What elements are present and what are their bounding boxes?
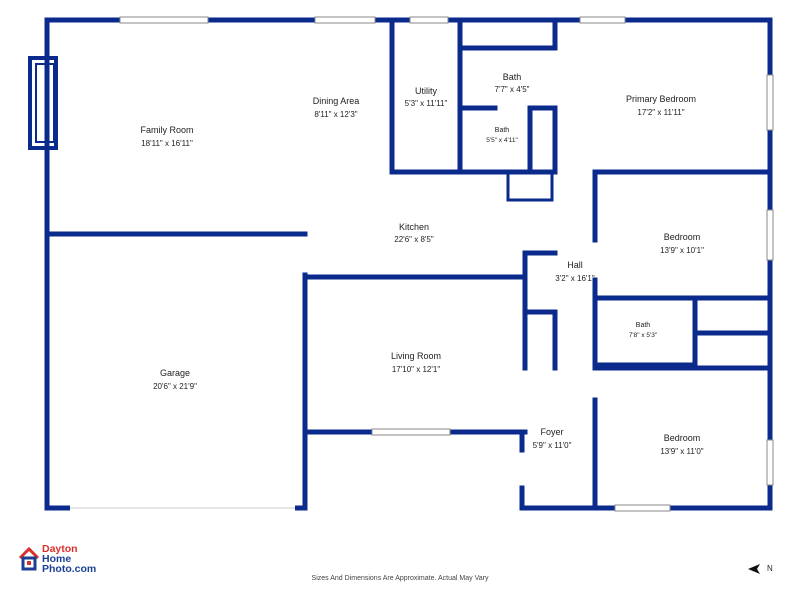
- room-size-bath-lower: 7'8" x 5'3": [629, 332, 658, 339]
- room-name-living-room: Living Room: [391, 351, 441, 361]
- dayton-home-photo-logo: Dayton Home Photo.com: [18, 544, 128, 576]
- logo-line-3: Photo.com: [42, 563, 97, 575]
- room-size-foyer: 5'9" x 11'0": [533, 441, 572, 450]
- room-name-kitchen: Kitchen: [399, 222, 429, 232]
- room-size-utility: 5'3" x 11'11": [405, 99, 448, 108]
- room-name-dining-area: Dining Area: [313, 96, 360, 106]
- room-name-utility: Utility: [415, 86, 437, 96]
- room-size-hall: 3'2" x 16'1": [555, 274, 595, 283]
- room-name-garage: Garage: [160, 368, 190, 378]
- room-size-garage: 20'6" x 21'9": [153, 382, 197, 391]
- room-size-bedroom-2: 13'9" x 11'0": [660, 447, 703, 456]
- room-size-bath-small: 5'5" x 4'11": [486, 137, 518, 144]
- room-name-primary-bedroom: Primary Bedroom: [626, 94, 696, 104]
- room-size-dining-area: 8'11" x 12'3": [314, 110, 357, 119]
- room-name-bedroom-1: Bedroom: [664, 232, 701, 242]
- room-name-bedroom-2: Bedroom: [664, 433, 701, 443]
- compass: N: [745, 562, 785, 578]
- room-size-primary-bedroom: 17'2" x 11'11": [637, 108, 684, 117]
- room-name-family-room: Family Room: [140, 125, 193, 135]
- room-name-hall: Hall: [567, 260, 583, 270]
- room-size-bedroom-1: 13'9" x 10'1": [660, 246, 704, 255]
- room-size-living-room: 17'10" x 12'1": [392, 365, 440, 374]
- room-size-bath-upper: 7'7" x 4'5": [495, 85, 530, 94]
- room-size-kitchen: 22'6" x 8'5": [394, 235, 434, 244]
- room-name-foyer: Foyer: [540, 427, 563, 437]
- logo-line-2: Home: [42, 553, 72, 565]
- logo-line-1: Dayton: [42, 543, 78, 555]
- room-name-bath-upper: Bath: [503, 72, 522, 82]
- compass-label: N: [767, 564, 773, 573]
- room-name-bath-lower: Bath: [636, 322, 651, 329]
- windows: [70, 16, 774, 512]
- walls: [28, 17, 773, 511]
- room-size-family-room: 18'11" x 16'11": [141, 139, 193, 148]
- house-logo-icon: [18, 546, 40, 571]
- room-name-bath-small: Bath: [495, 127, 510, 134]
- north-arrow-icon: [748, 564, 760, 574]
- disclaimer-text: Sizes And Dimensions Are Approximate. Ac…: [311, 575, 489, 582]
